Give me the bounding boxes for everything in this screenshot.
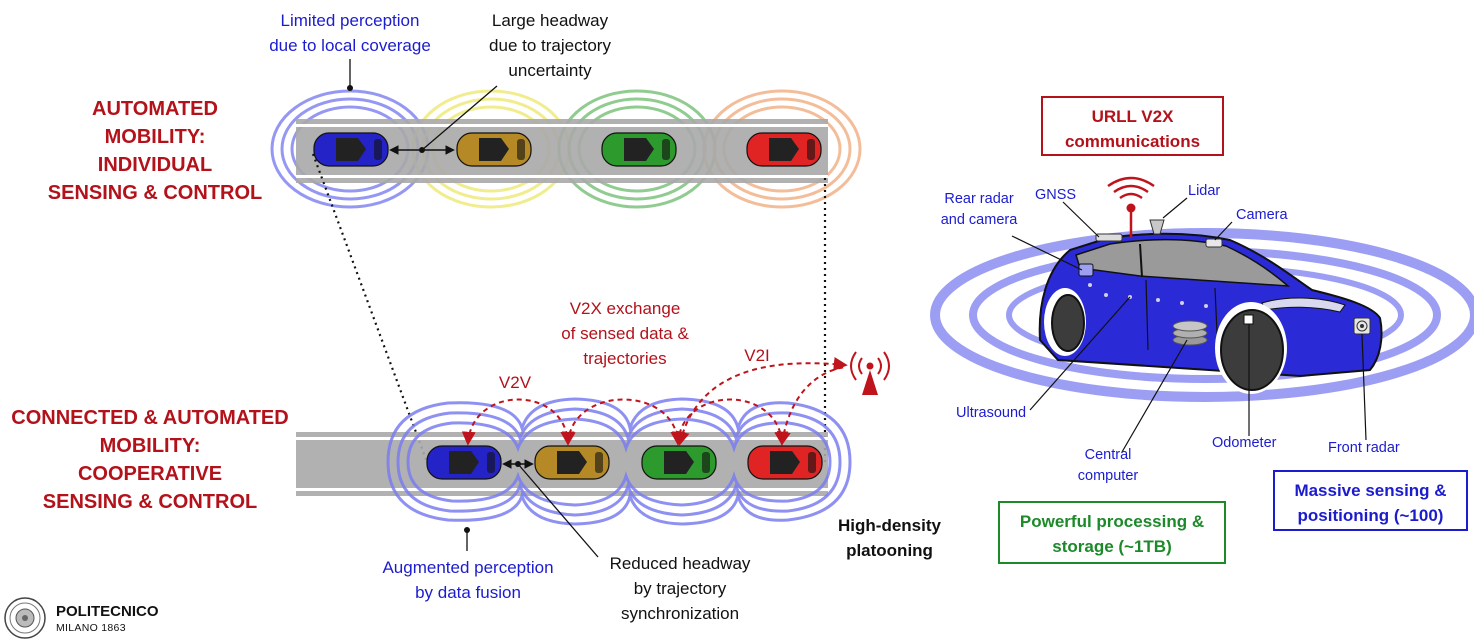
processing-storage-box: Powerful processing & storage (~1TB): [998, 501, 1226, 564]
car-bottom-green: [641, 445, 717, 480]
massive-sensing-box: Massive sensing & positioning (~100): [1273, 470, 1468, 531]
front-radar-label: Front radar: [1328, 440, 1400, 456]
bottom-perception-annotation: Augmented perception by data fusion: [382, 558, 554, 602]
politecnico-seal-icon: [4, 597, 46, 639]
v2i-arrows: [675, 357, 848, 446]
urll-v2x-box: URLL V2X communications: [1041, 96, 1224, 156]
camera-label: Camera: [1236, 207, 1288, 223]
top-road-group: [270, 59, 862, 209]
car-top-gold: [456, 132, 532, 167]
rear-radar-label: Rear radar and camera: [940, 191, 1018, 228]
top-headway-arrow: [389, 85, 498, 155]
bottom-section-title: CONNECTED & AUTOMATED MOBILITY: COOPERAT…: [4, 404, 296, 516]
top-title-line: MOBILITY:: [104, 126, 206, 148]
top-title-line: SENSING & CONTROL: [47, 182, 263, 204]
vehicle-illustration: [930, 176, 1474, 453]
platooning-label: High-density platooning: [838, 516, 941, 560]
odometer-label: Odometer: [1212, 435, 1277, 451]
ultrasound-label: Ultrasound: [956, 405, 1027, 421]
top-perception-annotation: Limited perception due to local coverage: [269, 11, 431, 55]
top-section-title: AUTOMATED MOBILITY: INDIVIDUAL SENSING &…: [40, 95, 270, 207]
car-top-blue: [313, 132, 389, 167]
v2x-antenna-icon: [1107, 176, 1155, 238]
bottom-title-line: COOPERATIVE: [77, 463, 223, 485]
vehicle-wheels: [1044, 288, 1287, 394]
top-headway-annotation: Large headway due to trajectory uncertai…: [489, 11, 611, 80]
v2i-label: V2I: [744, 346, 770, 365]
top-title-line: AUTOMATED: [92, 98, 218, 120]
logo-name: POLITECNICO: [56, 603, 159, 620]
lidar-label: Lidar: [1188, 183, 1221, 199]
vehicle-body: [1038, 232, 1383, 378]
bottom-title-line: SENSING & CONTROL: [42, 491, 258, 513]
car-bottom-blue: [426, 445, 502, 480]
v2v-label: V2V: [498, 373, 532, 392]
top-title-line: INDIVIDUAL: [97, 154, 213, 176]
front-radar-icon: [1353, 317, 1371, 335]
bottom-title-line: CONNECTED & AUTOMATED: [11, 407, 289, 429]
bottom-headway-arrow: [502, 459, 599, 558]
car-top-green: [601, 132, 677, 167]
transition-dotted-lines: [311, 153, 827, 463]
central-computer-icon: [1172, 320, 1208, 346]
gnss-label: GNSS: [1035, 187, 1077, 203]
sensor-leader-lines: [1011, 197, 1367, 453]
odometer-icon: [1243, 314, 1254, 325]
car-bottom-red: [747, 445, 823, 480]
car-top-red: [746, 132, 822, 167]
roof-sensors: [1095, 219, 1223, 248]
bottom-perception-leader: [464, 527, 470, 551]
bottom-road-group: [296, 351, 890, 558]
bottom-title-line: MOBILITY:: [99, 435, 201, 457]
bottom-headway-annotation: Reduced headway by trajectory synchroniz…: [609, 554, 751, 623]
ultrasound-sensors: [1088, 283, 1208, 308]
logo-subtitle: MILANO 1863: [56, 622, 126, 634]
car-bottom-gold: [534, 445, 610, 480]
top-perception-leader: [347, 59, 353, 91]
antenna-icon: [850, 351, 890, 395]
central-computer-label: Central computer: [1077, 447, 1139, 484]
v2x-exchange-annotation: V2X exchange of sensed data & trajectori…: [561, 299, 689, 368]
